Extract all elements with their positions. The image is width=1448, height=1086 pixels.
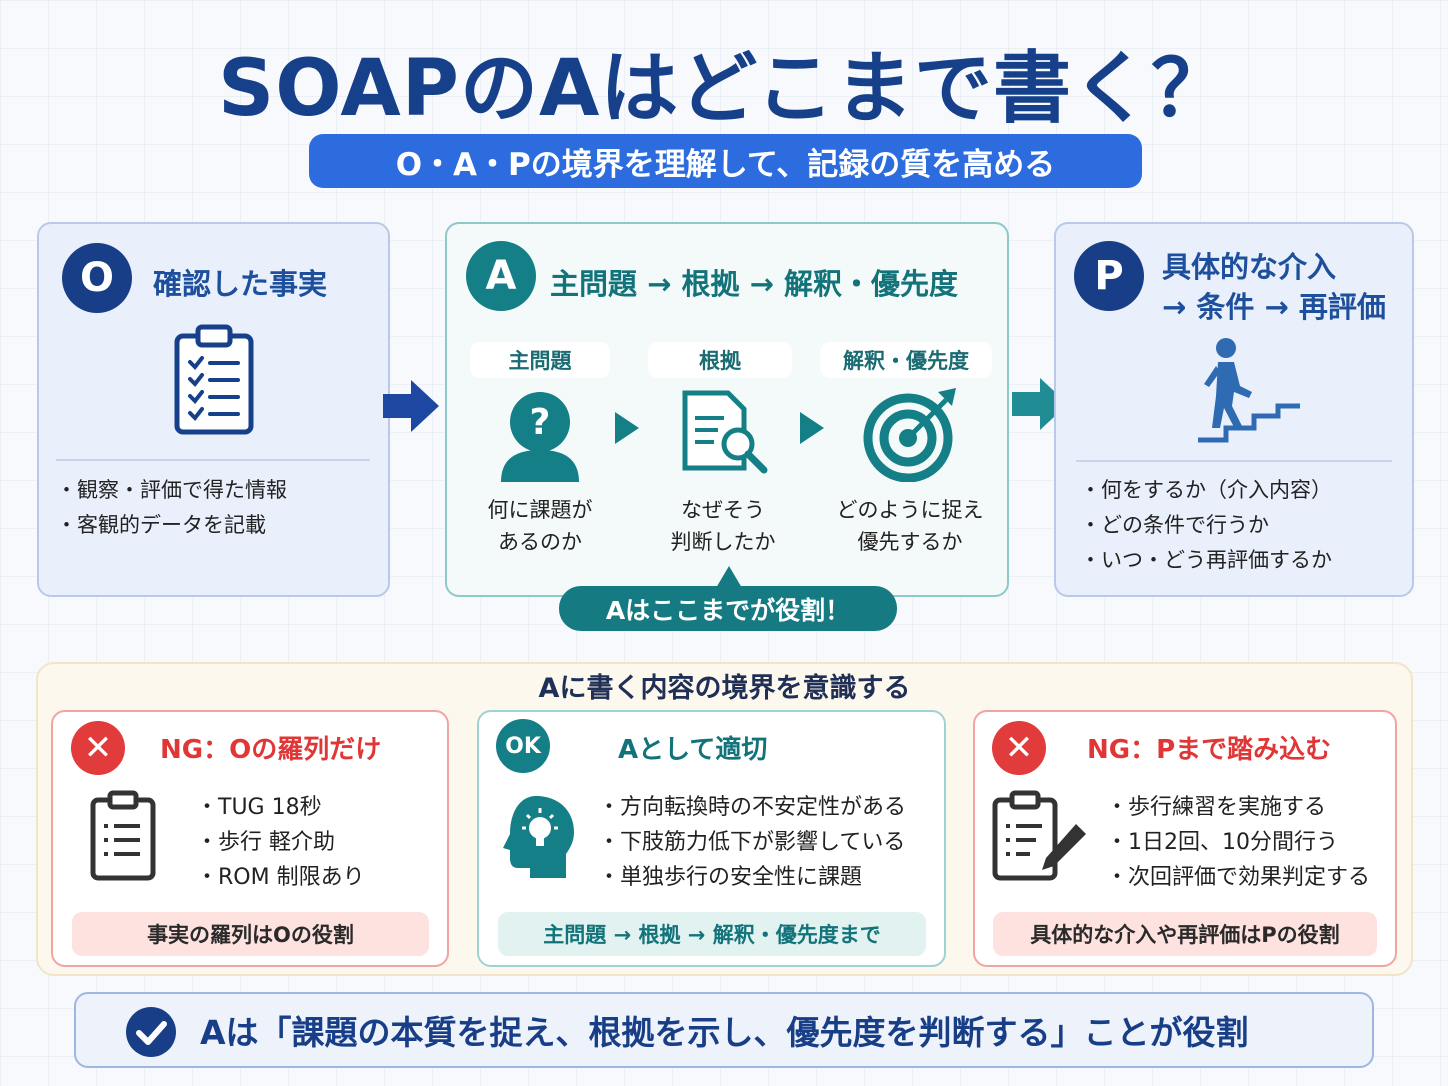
step-label-main-problem: 主問題 — [470, 342, 610, 378]
card-a-heading: 主問題 → 根拠 → 解釈・優先度 — [550, 267, 958, 301]
card-p-bullet: 何をするか（介入内容） — [1080, 473, 1332, 508]
card-p-bullet: いつ・どう再評価するか — [1080, 543, 1332, 578]
card-o-heading: 確認した事実 — [153, 267, 328, 301]
ng-left-footer: 事実の羅列はOの役割 — [72, 912, 429, 956]
ok-badge: OK — [496, 719, 550, 773]
list-item: 方向転換時の不安定性がある — [598, 790, 906, 825]
check-circle-icon — [125, 1006, 177, 1062]
ok-items: 方向転換時の不安定性がある 下肢筋力低下が影響している 単独歩行の安全性に課題 — [598, 790, 906, 895]
caption-line: あるのか — [498, 530, 582, 554]
list-item: 1日2回、10分間行う — [1106, 825, 1370, 860]
badge-p: P — [1074, 241, 1144, 311]
card-o-bullet: 客観的データを記載 — [56, 508, 287, 543]
step-label-interpretation: 解釈・優先度 — [820, 342, 992, 378]
caption-line: 優先するか — [857, 530, 963, 554]
caption-line: 判断したか — [670, 530, 776, 554]
a-role-callout: Aはここまでが役割！ — [559, 586, 897, 631]
arrow-right-icon — [383, 380, 439, 436]
ok-footer: 主問題 → 根拠 → 解釈・優先度まで — [498, 912, 926, 956]
list-item: ROM 制限あり — [196, 860, 365, 895]
list-item: 歩行 軽介助 — [196, 825, 365, 860]
badge-a: A — [466, 241, 536, 311]
clipboard-pen-icon — [992, 790, 1088, 886]
boundary-title: Aに書く内容の境界を意識する — [538, 673, 911, 704]
caption-line: どのように捉え — [836, 498, 984, 522]
step-label-evidence: 根拠 — [648, 342, 792, 378]
list-item: TUG 18秒 — [196, 790, 365, 825]
ng-right-heading: NG：Pまで踏み込む — [1087, 735, 1332, 765]
step-caption-main-problem: 何に課題が あるのか — [460, 494, 620, 558]
x-icon: ✕ — [992, 721, 1046, 775]
ng-right-items: 歩行練習を実施する 1日2回、10分間行う 次回評価で効果判定する — [1106, 790, 1370, 895]
badge-o: O — [62, 243, 132, 313]
step-caption-interpretation: どのように捉え 優先するか — [820, 494, 1000, 558]
page-subtitle: O・A・Pの境界を理解して、記録の質を高める — [309, 134, 1142, 188]
conclusion-text: Aは「課題の本質を捉え、根拠を示し、優先度を判断する」ことが役割 — [200, 1013, 1249, 1052]
clipboard-list-icon — [90, 790, 156, 886]
question-head-icon: ? — [497, 388, 583, 486]
card-o-bullets: 観察・評価で得た情報 客観的データを記載 — [56, 473, 287, 543]
document-search-icon — [682, 390, 768, 478]
card-p-divider — [1076, 460, 1392, 462]
conclusion-banner — [74, 992, 1374, 1068]
card-o-divider — [56, 459, 370, 461]
card-p-bullets: 何をするか（介入内容） どの条件で行うか いつ・どう再評価するか — [1080, 473, 1332, 578]
x-icon: ✕ — [71, 721, 125, 775]
card-p-bullet: どの条件で行うか — [1080, 508, 1332, 543]
caption-line: なぜそう — [681, 498, 765, 522]
step-arrow-icon — [615, 412, 639, 448]
svg-text:?: ? — [530, 402, 551, 443]
list-item: 次回評価で効果判定する — [1106, 860, 1370, 895]
list-item: 歩行練習を実施する — [1106, 790, 1370, 825]
card-o-bullet: 観察・評価で得た情報 — [56, 473, 287, 508]
caption-line: 何に課題が — [487, 498, 593, 522]
ng-left-items: TUG 18秒 歩行 軽介助 ROM 制限あり — [196, 790, 365, 895]
ng-right-footer: 具体的な介入や再評価はPの役割 — [993, 912, 1377, 956]
target-icon — [862, 386, 958, 486]
step-caption-evidence: なぜそう 判断したか — [643, 494, 803, 558]
callout-pointer — [716, 566, 742, 592]
card-p-heading-line2: → 条件 → 再評価 — [1162, 290, 1386, 324]
list-item: 下肢筋力低下が影響している — [598, 825, 906, 860]
ng-left-heading: NG：Oの羅列だけ — [160, 735, 382, 765]
list-item: 単独歩行の安全性に課題 — [598, 860, 906, 895]
clipboard-checklist-icon — [174, 324, 254, 440]
head-lightbulb-icon — [500, 792, 578, 886]
page-title: SOAPのAはどこまで書く？ — [218, 44, 1230, 134]
card-p-heading-line1: 具体的な介入 — [1162, 250, 1337, 284]
step-arrow-icon — [800, 412, 824, 448]
walking-stairs-icon — [1196, 336, 1302, 448]
ok-heading: Aとして適切 — [618, 735, 768, 765]
